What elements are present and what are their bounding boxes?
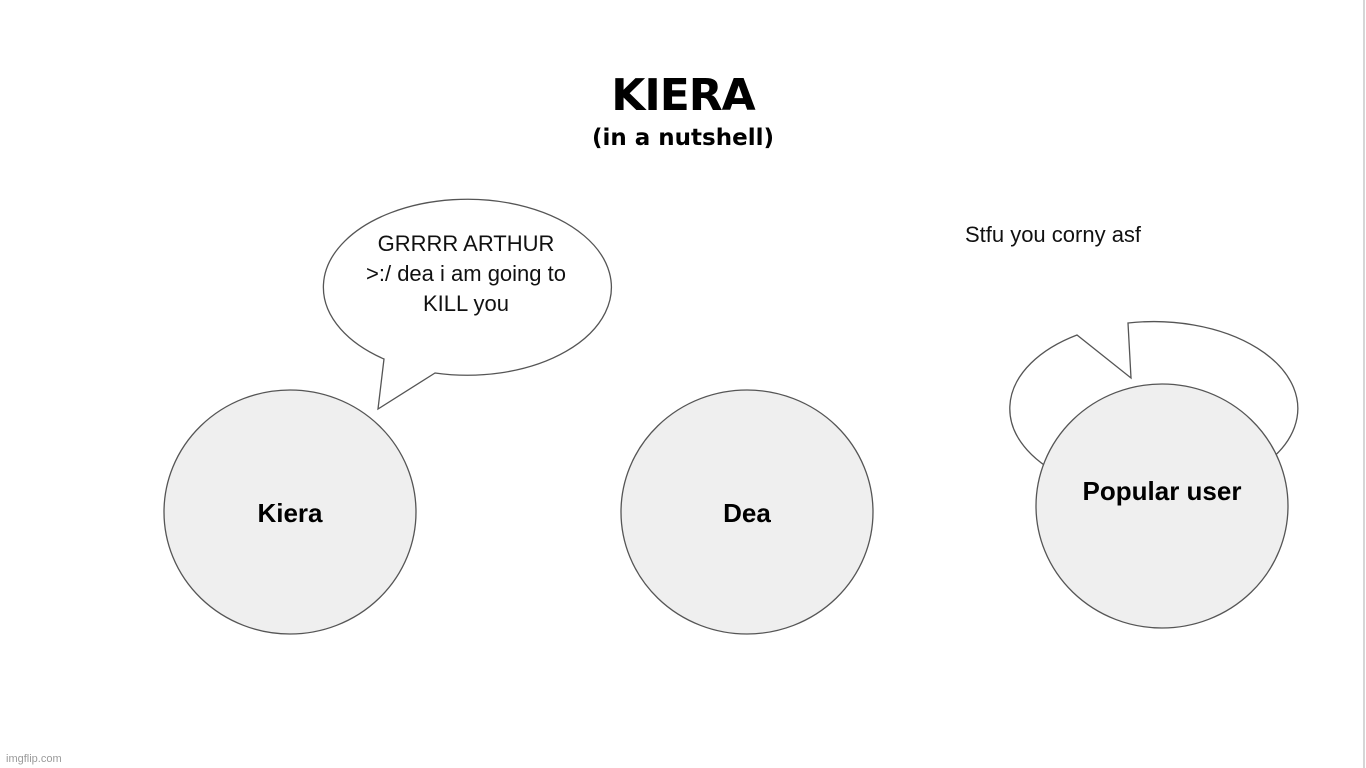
- imgflip-watermark: imgflip.com: [6, 753, 62, 765]
- kiera-label: Kiera: [257, 498, 323, 528]
- speech-bubble-right-text: Stfu you corny asf: [964, 222, 1142, 247]
- kiera-circle: [163, 389, 417, 635]
- popular-user-label: Popular user: [1082, 476, 1242, 506]
- speech-bubble-left-text: GRRRR ARTHUR >:/ dea i am going to KILL …: [366, 231, 566, 316]
- popular-user-circle: [1035, 383, 1289, 629]
- dea-label: Dea: [723, 498, 771, 528]
- dea-circle: [620, 389, 874, 635]
- speech-bubble-left: [322, 198, 613, 411]
- meme-subtitle: (in a nutshell): [592, 125, 774, 151]
- canvas-edge: [1363, 0, 1365, 768]
- meme-title: KIERA: [611, 70, 755, 121]
